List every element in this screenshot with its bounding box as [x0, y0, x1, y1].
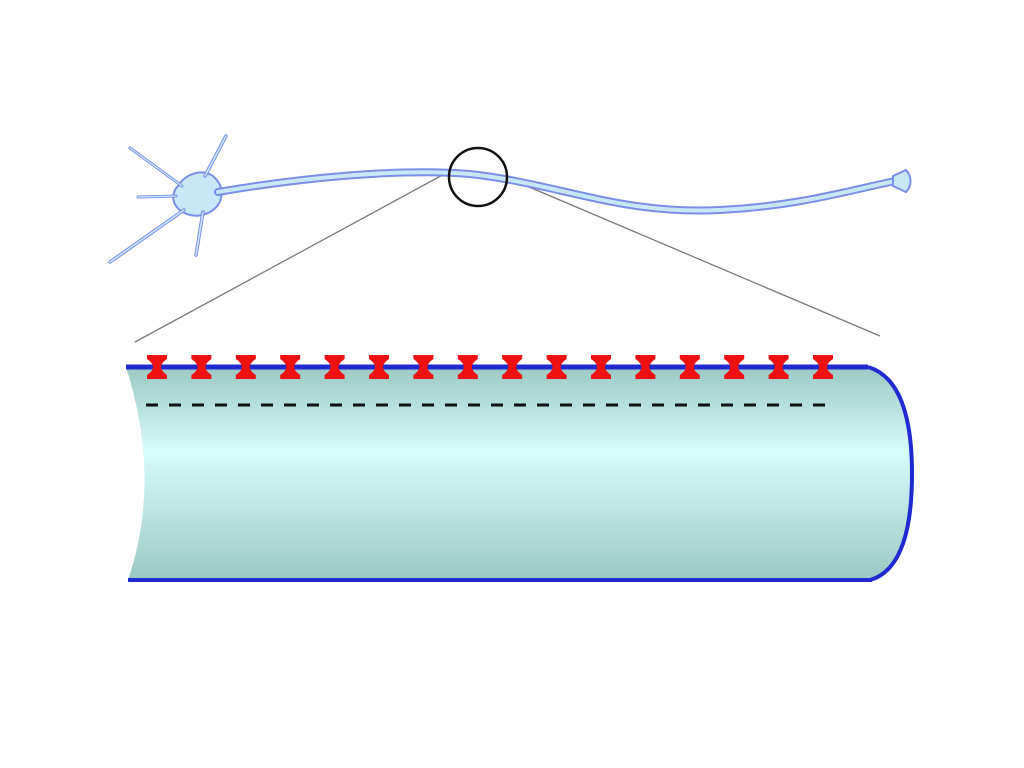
ion-channel: [235, 355, 256, 379]
dendrite-upper-left-inner: [129, 147, 183, 187]
ion-channel: [502, 355, 523, 379]
ion-channel: [768, 355, 789, 379]
dendrite-left-inner: [137, 195, 177, 198]
ion-channel: [724, 355, 745, 379]
axon-segment-magnified: [126, 355, 915, 582]
ion-channel: [546, 355, 567, 379]
ion-channel: [679, 355, 700, 379]
neuron: [108, 134, 912, 264]
ion-channel: [280, 355, 301, 379]
ion-channel: [191, 355, 212, 379]
axon-core: [216, 170, 902, 213]
zoom-line-right: [507, 177, 881, 337]
ion-channel: [324, 355, 345, 379]
ion-channel: [147, 355, 167, 379]
zoom-line-left: [134, 171, 449, 343]
dendrite-top-inner: [204, 135, 227, 177]
membrane-end-cap: [867, 365, 915, 582]
magnifier-ring: [447, 146, 509, 208]
dendrite-bottom-inner: [195, 211, 204, 256]
ion-channel: [635, 355, 656, 379]
ion-channel: [413, 355, 434, 379]
axon-segment-body: [126, 367, 912, 580]
ion-channel: [457, 355, 478, 379]
ion-channel: [591, 355, 611, 379]
ion-channel: [813, 355, 833, 379]
dendrite-lower-left-inner: [109, 209, 185, 263]
axon-terminal: [892, 168, 912, 194]
ion-channels: [147, 355, 833, 379]
neuron-soma: [172, 171, 223, 217]
ion-channel: [369, 355, 389, 379]
